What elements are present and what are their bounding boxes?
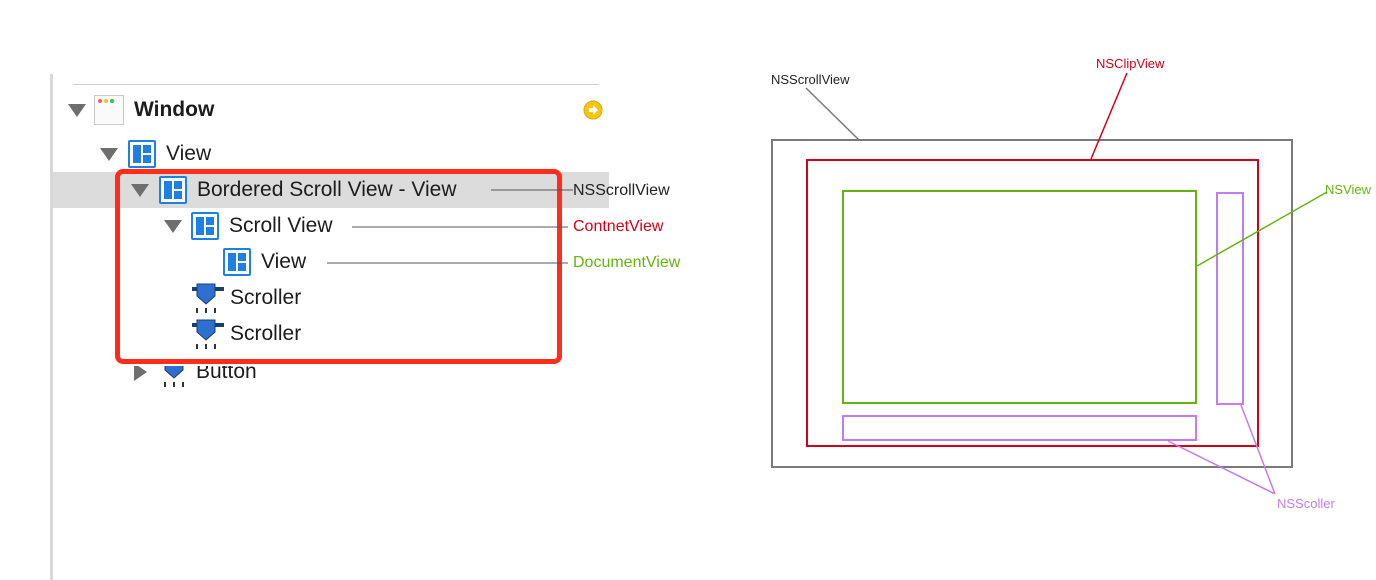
outline-item-label: Bordered Scroll View - View xyxy=(197,178,457,201)
view-icon xyxy=(159,176,187,204)
disclosure-triangle-icon[interactable] xyxy=(68,103,86,117)
leader-line xyxy=(1240,404,1276,495)
scroller-icon xyxy=(192,319,224,349)
vertical-scroller-rect xyxy=(1216,192,1244,405)
outline-row-scroller[interactable]: Scroller xyxy=(192,318,301,350)
annotation-nsscrollview: NSScrollView xyxy=(573,182,670,199)
nsscrollview-rect xyxy=(771,139,1293,468)
diagram-label-nsview: NSView xyxy=(1325,182,1372,197)
outline-row-bordered-scroll-view[interactable]: Bordered Scroll View - View xyxy=(131,174,457,206)
leader-line xyxy=(805,87,859,140)
leader-line xyxy=(1196,191,1328,267)
scroller-icon xyxy=(192,283,224,313)
outline-item-label: Scroller xyxy=(230,322,302,345)
annotation-contentview: ContnetView xyxy=(573,218,664,235)
disclosure-triangle-icon[interactable] xyxy=(164,219,182,233)
outline-row-view[interactable]: View xyxy=(100,138,211,170)
view-icon xyxy=(191,212,219,240)
nsview-rect xyxy=(842,190,1197,404)
outline-row-scroll-view[interactable]: Scroll View xyxy=(164,210,332,242)
outline-row-window[interactable]: Window xyxy=(68,94,214,126)
leader-line xyxy=(1090,72,1128,160)
outline-top-divider xyxy=(73,84,599,85)
outline-item-label: Scroll View xyxy=(229,214,333,237)
view-icon xyxy=(128,140,156,168)
arrow-circle-icon[interactable] xyxy=(583,100,603,120)
annotation-documentview: DocumentView xyxy=(573,254,681,271)
diagram-label-nsscrollview: NSScrollView xyxy=(771,72,850,87)
outline-item-label: Window xyxy=(134,98,215,121)
outline-item-label: View xyxy=(166,142,212,165)
highlight-box xyxy=(115,169,562,364)
outline-row-scroller[interactable]: Scroller xyxy=(192,282,301,314)
outline-item-label: Scroller xyxy=(230,286,302,309)
nsclipview-rect xyxy=(806,159,1259,447)
outline-left-border xyxy=(50,74,53,580)
diagram-label-nsscroller: NSScoller xyxy=(1277,496,1335,511)
window-icon xyxy=(94,95,124,125)
view-icon xyxy=(223,248,251,276)
diagram-label-nsclipview: NSClipView xyxy=(1096,56,1165,71)
disclosure-triangle-icon[interactable] xyxy=(100,147,118,161)
disclosure-triangle-icon[interactable] xyxy=(134,363,147,381)
horizontal-scroller-rect xyxy=(842,415,1197,441)
disclosure-triangle-icon[interactable] xyxy=(131,183,149,197)
outline-row-document-view[interactable]: View xyxy=(223,246,306,278)
leader-line xyxy=(1167,440,1276,495)
outline-item-label: View xyxy=(261,250,307,273)
